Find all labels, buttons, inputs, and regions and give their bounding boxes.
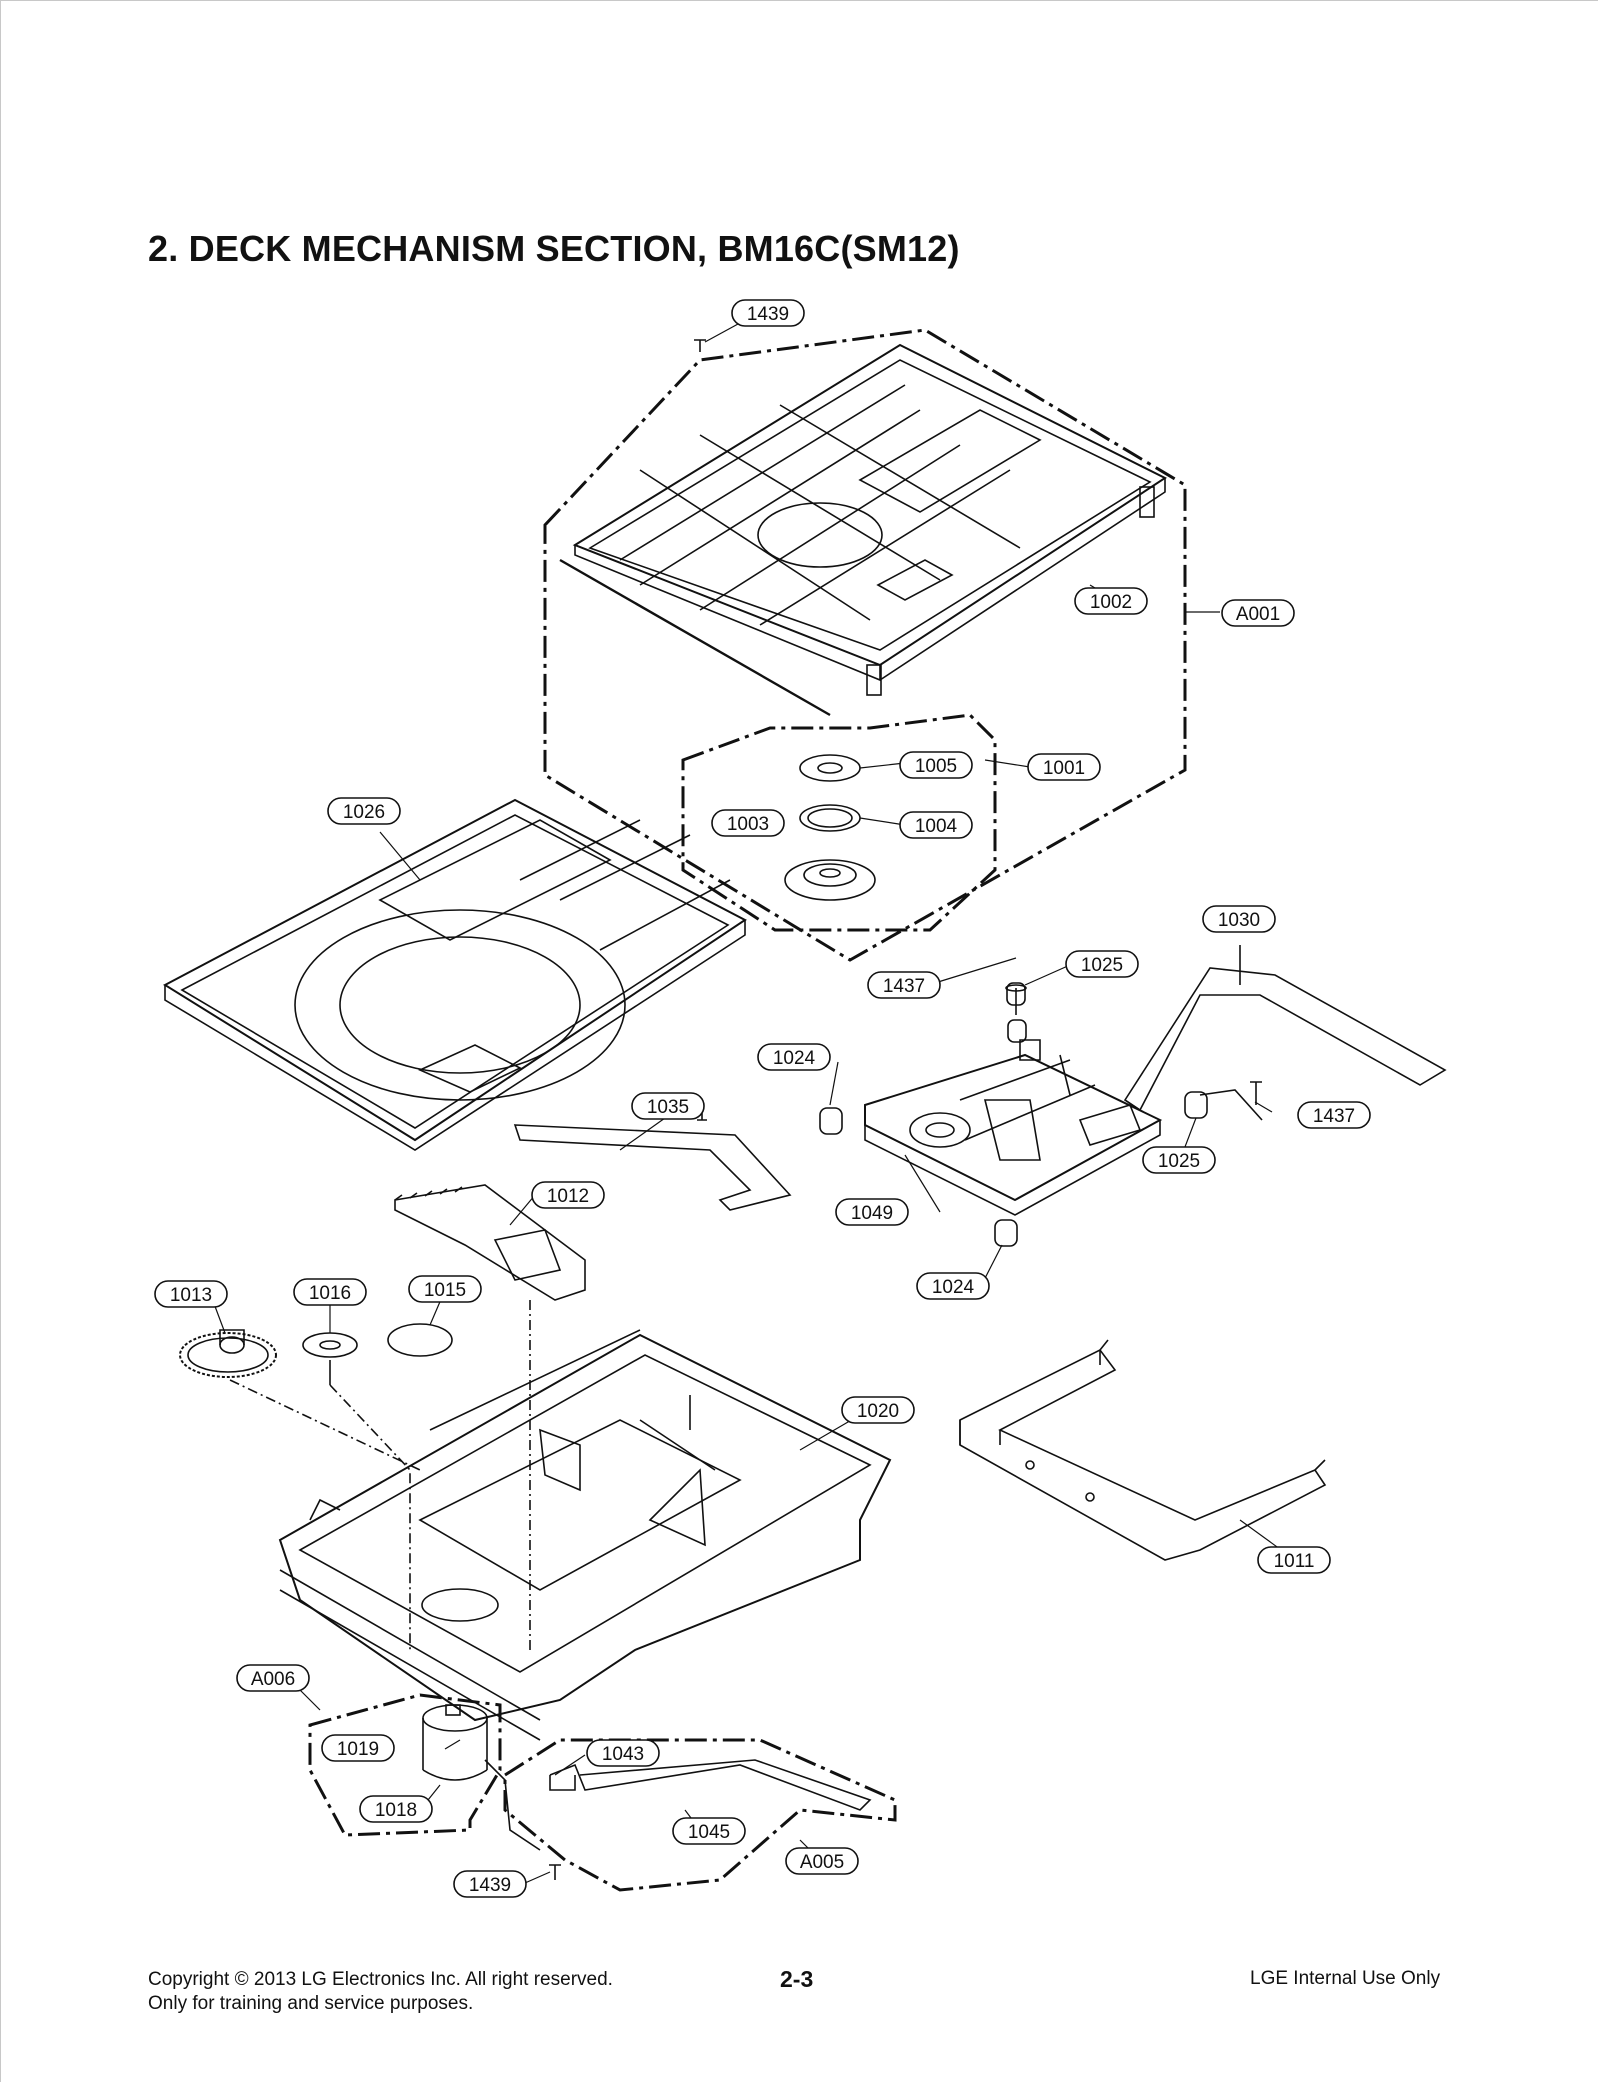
svg-text:1011: 1011 xyxy=(1274,1551,1315,1572)
svg-text:1001: 1001 xyxy=(1043,758,1085,779)
svg-text:1020: 1020 xyxy=(857,1401,899,1422)
page-title: 2. DECK MECHANISM SECTION, BM16C(SM12) xyxy=(148,228,960,269)
callout-1015: 1015 xyxy=(408,1275,482,1303)
purpose-text: Only for training and service purposes. xyxy=(148,1993,474,2014)
svg-text:1016: 1016 xyxy=(309,1283,351,1304)
callout-1045: 1045 xyxy=(672,1817,746,1845)
callout-1437-left: 1437 xyxy=(867,971,941,999)
slider-1012 xyxy=(394,1184,586,1650)
screw-1439-top xyxy=(694,339,706,352)
svg-text:1003: 1003 xyxy=(727,814,769,835)
disc-tray-part xyxy=(162,798,747,1151)
flex-cable-1045 xyxy=(549,1759,872,1811)
belt-1015 xyxy=(387,1323,453,1357)
copyright-text: Copyright © 2013 LG Electronics Inc. All… xyxy=(148,1969,613,1990)
callout-1049: 1049 xyxy=(835,1198,909,1226)
callout-1025-top: 1025 xyxy=(1065,950,1139,978)
callout-1005: 1005 xyxy=(899,751,973,779)
svg-text:1024: 1024 xyxy=(773,1048,816,1069)
callout-1439-bottom: 1439 xyxy=(453,1870,527,1898)
callout-1043: 1043 xyxy=(586,1739,660,1767)
callout-1026: 1026 xyxy=(327,797,401,825)
callout-1016: 1016 xyxy=(293,1278,367,1306)
svg-text:1025: 1025 xyxy=(1158,1151,1200,1172)
svg-text:1049: 1049 xyxy=(851,1203,893,1224)
clamp-parts xyxy=(784,754,876,901)
callout-a006: A006 xyxy=(236,1664,310,1692)
callout-1019: 1019 xyxy=(321,1734,395,1762)
svg-text:1002: 1002 xyxy=(1090,592,1132,613)
internal-use-note: LGE Internal Use Only xyxy=(1250,1968,1441,1989)
callout-1003: 1003 xyxy=(711,809,785,837)
svg-text:1015: 1015 xyxy=(424,1280,466,1301)
leader-lines xyxy=(209,311,1296,1884)
gear-1013 xyxy=(179,1329,421,1471)
svg-text:1018: 1018 xyxy=(375,1800,417,1821)
footer-copyright: Copyright © 2013 LG Electronics Inc. All… xyxy=(148,1968,613,2016)
group-boundary-1001 xyxy=(681,713,997,932)
screws-and-dampers xyxy=(697,982,1263,1247)
svg-text:1013: 1013 xyxy=(170,1285,212,1306)
main-chassis xyxy=(278,1329,892,1741)
svg-text:1026: 1026 xyxy=(343,802,385,823)
svg-text:1437: 1437 xyxy=(883,976,925,997)
callout-1018: 1018 xyxy=(359,1795,433,1823)
svg-text:A005: A005 xyxy=(800,1852,844,1873)
callout-a001: A001 xyxy=(1221,599,1295,627)
svg-text:1005: 1005 xyxy=(915,756,957,777)
callout-1024-top: 1024 xyxy=(757,1043,831,1071)
frame-1011 xyxy=(959,1339,1327,1561)
svg-text:1043: 1043 xyxy=(602,1744,644,1765)
page-number: 2-3 xyxy=(780,1966,814,1992)
callout-1437-right: 1437 xyxy=(1297,1101,1371,1129)
group-boundary-a005 xyxy=(503,1738,897,1892)
svg-text:1035: 1035 xyxy=(647,1097,689,1118)
callout-1004: 1004 xyxy=(899,811,973,839)
svg-text:1012: 1012 xyxy=(547,1186,589,1207)
svg-text:1045: 1045 xyxy=(688,1822,730,1843)
callout-1012: 1012 xyxy=(531,1181,605,1209)
callout-1025-bottom: 1025 xyxy=(1142,1146,1216,1174)
svg-text:1004: 1004 xyxy=(915,816,958,837)
callout-1439-top: 1439 xyxy=(731,299,805,327)
svg-text:1024: 1024 xyxy=(932,1277,975,1298)
flat-cable-1035 xyxy=(513,1124,792,1211)
flat-cable-1030 xyxy=(1123,945,1447,1112)
callout-1020: 1020 xyxy=(841,1396,915,1424)
svg-text:1439: 1439 xyxy=(469,1875,511,1896)
svg-text:1025: 1025 xyxy=(1081,955,1123,976)
motor-1018 xyxy=(422,1704,541,1851)
callout-1035: 1035 xyxy=(631,1092,705,1120)
callout-1013: 1013 xyxy=(154,1280,228,1308)
svg-text:1019: 1019 xyxy=(337,1739,379,1760)
tray-cover-part xyxy=(559,343,1167,717)
callout-1024-bottom: 1024 xyxy=(916,1272,990,1300)
svg-text:1439: 1439 xyxy=(747,304,789,325)
callout-1030: 1030 xyxy=(1202,905,1276,933)
svg-text:A001: A001 xyxy=(1236,604,1280,625)
callout-1001: 1001 xyxy=(1027,753,1101,781)
group-boundary-a001 xyxy=(543,328,1187,962)
pickup-mechanism xyxy=(864,1039,1163,1216)
svg-text:1030: 1030 xyxy=(1218,910,1260,931)
callout-1011: 1011 xyxy=(1257,1546,1331,1574)
callouts: 1439 1002 A001 1005 1001 1003 1004 1026 … xyxy=(154,299,1371,1898)
svg-text:A006: A006 xyxy=(251,1669,295,1690)
callout-1002: 1002 xyxy=(1074,587,1148,615)
callout-a005: A005 xyxy=(785,1847,859,1875)
screw-1439-bottom xyxy=(549,1864,561,1880)
group-boundary-a006 xyxy=(308,1693,502,1837)
svg-text:1437: 1437 xyxy=(1313,1106,1355,1127)
